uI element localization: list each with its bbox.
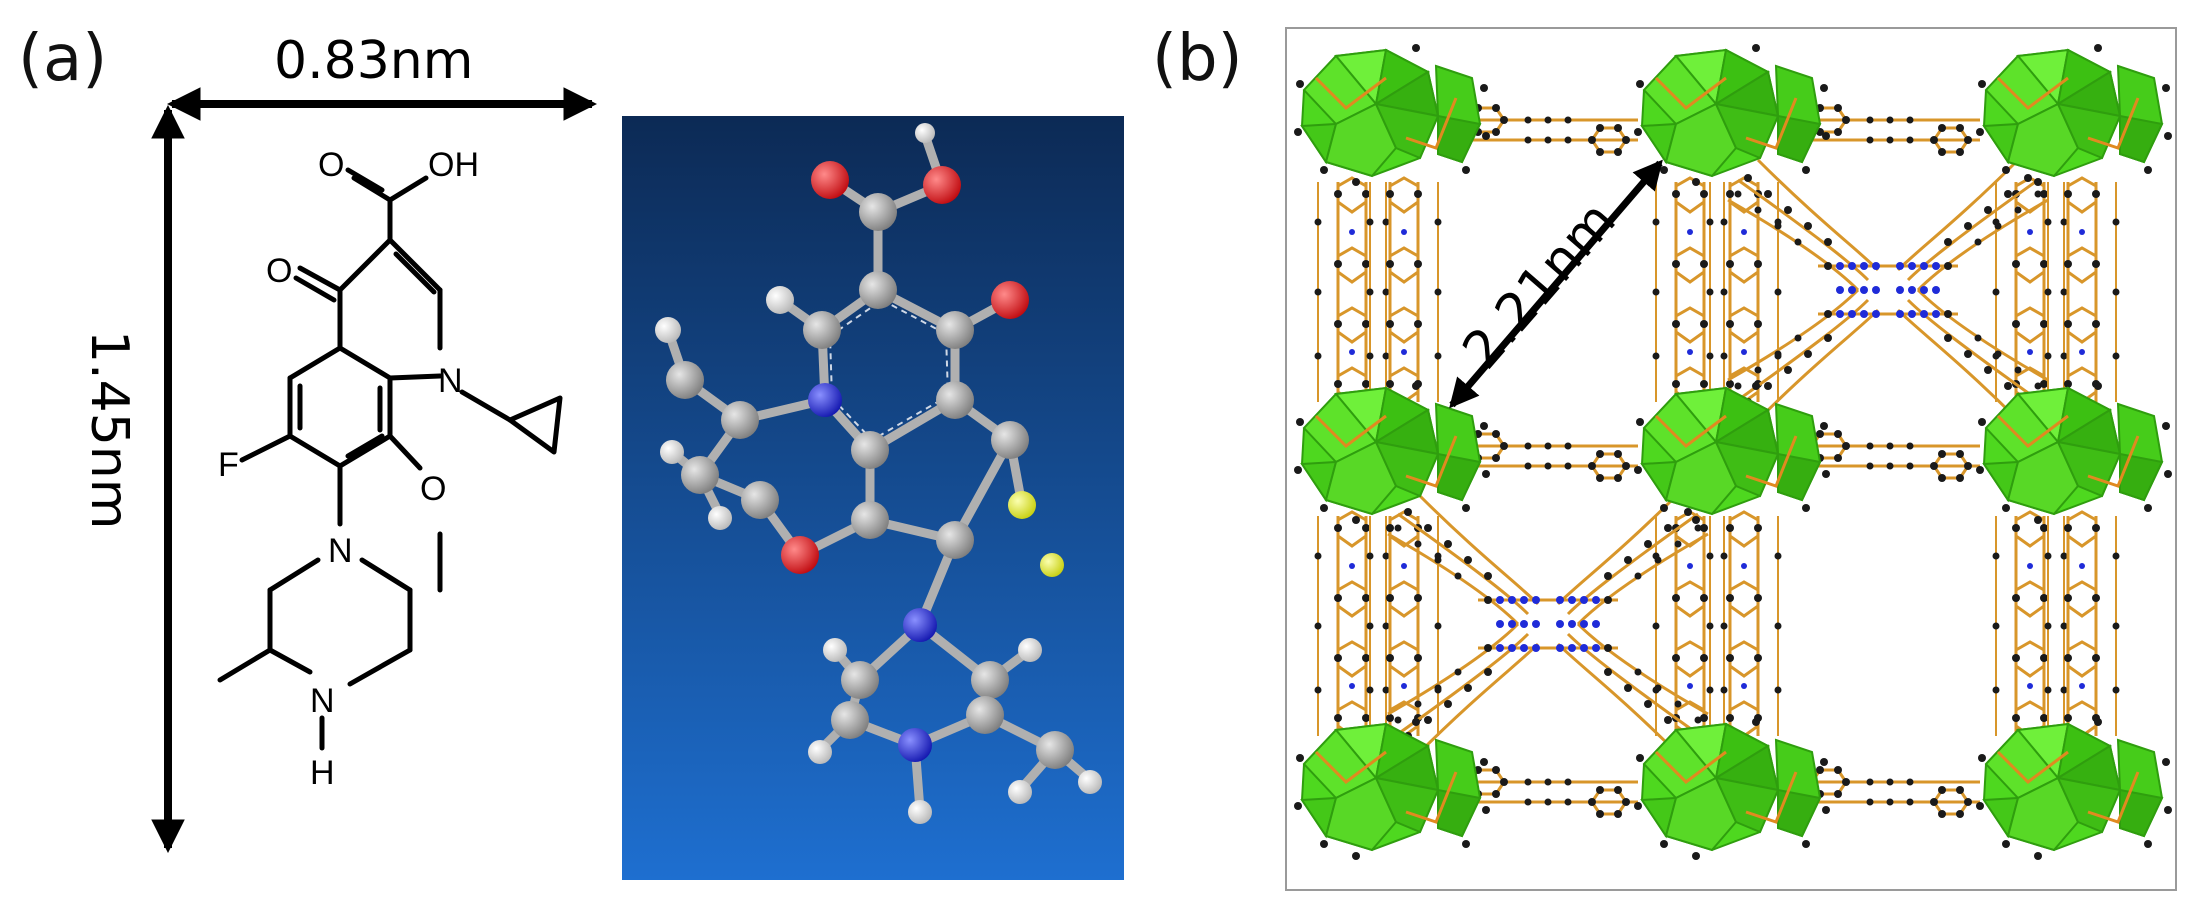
ball-and-stick-model [622,116,1124,880]
atom-label-ketone-o: O [266,252,292,290]
framework-structure: 2.21nm [1285,27,2177,891]
pore-dimension-arrow [1449,159,1663,409]
panel-a: (a) 0.83nm 1.45nm [18,22,1124,880]
atom-label-ring-n: N [438,362,463,400]
width-dimension-label: 0.83nm [274,31,473,91]
atom-label-carbonyl-o: O [318,146,344,184]
panel-b-label: (b) [1152,22,1243,96]
skeletal-formula [217,167,563,751]
atom-label-piperazine-n-top: N [328,532,353,570]
atom-labels: O OH O N F O N N H [218,146,479,792]
atom-label-f: F [218,446,239,484]
atom-label-oh: OH [428,146,479,184]
atom-label-amine-h: H [310,754,335,792]
dimension-arrows [151,87,598,854]
atom-label-methoxy-o: O [420,470,446,508]
height-dimension-label: 1.45nm [79,330,139,529]
panel-a-label: (a) [18,22,107,96]
atom-label-piperazine-n-bottom: N [310,682,335,720]
panel-b: (b) [1152,22,2177,891]
